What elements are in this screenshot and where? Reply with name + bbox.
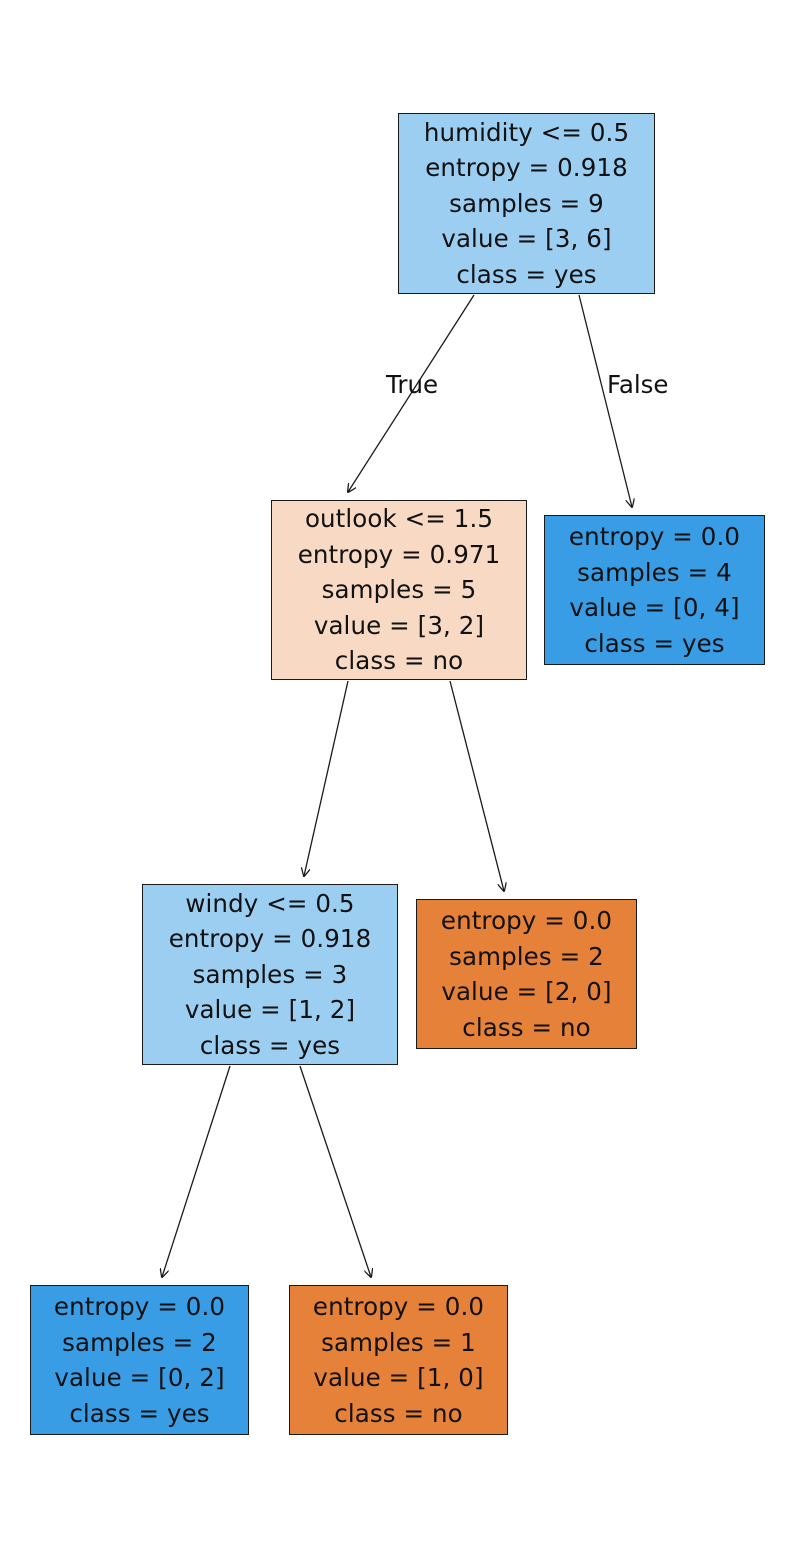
node-class: class = yes: [69, 1398, 210, 1428]
edge-windy-to-leaf-windy-true: [162, 1065, 231, 1277]
edge-root-to-leaf-humidity-false: [578, 294, 632, 507]
node-value: value = [3, 6]: [441, 224, 612, 254]
node-samples: samples = 4: [577, 557, 732, 587]
node-value: value = [2, 0]: [441, 977, 612, 1006]
node-samples: samples = 5: [321, 575, 477, 605]
edge-label-false: False: [607, 370, 669, 399]
node-class: class = yes: [199, 1030, 341, 1060]
node-feature-test: outlook <= 1.5: [304, 504, 494, 534]
node-class: class = no: [334, 1398, 463, 1428]
edge-label-true: True: [386, 370, 439, 399]
tree-leaf-windy-false[interactable]: entropy = 0.0 samples = 1 value = [1, 0]…: [289, 1285, 508, 1435]
node-value: value = [1, 2]: [184, 995, 356, 1025]
node-value: value = [0, 2]: [54, 1363, 225, 1392]
tree-leaf-outlook-false[interactable]: entropy = 0.0 samples = 2 value = [2, 0]…: [416, 899, 637, 1049]
tree-leaf-windy-true[interactable]: entropy = 0.0 samples = 2 value = [0, 2]…: [30, 1285, 249, 1435]
node-value: value = [1, 0]: [313, 1363, 484, 1392]
node-feature-test: humidity <= 0.5: [423, 117, 630, 147]
node-samples: samples = 2: [449, 941, 604, 971]
node-entropy: entropy = 0.0: [312, 1292, 485, 1321]
node-class: class = no: [462, 1012, 591, 1042]
tree-node-windy[interactable]: windy <= 0.5 entropy = 0.918 samples = 3…: [142, 884, 398, 1065]
node-entropy: entropy = 0.918: [168, 924, 372, 954]
node-samples: samples = 1: [321, 1327, 476, 1357]
node-samples: samples = 3: [192, 959, 348, 989]
edge-outlook-to-leaf-outlook-false: [449, 680, 504, 891]
node-value: value = [0, 4]: [569, 593, 740, 622]
node-entropy: entropy = 0.918: [425, 153, 628, 183]
node-feature-test: windy <= 0.5: [185, 888, 355, 918]
node-entropy: entropy = 0.971: [297, 539, 501, 569]
node-entropy: entropy = 0.0: [568, 522, 741, 551]
node-class: class = yes: [584, 628, 725, 658]
node-entropy: entropy = 0.0: [53, 1292, 226, 1321]
node-samples: samples = 2: [62, 1327, 217, 1357]
tree-leaf-humidity-false[interactable]: entropy = 0.0 samples = 4 value = [0, 4]…: [544, 515, 765, 665]
node-value: value = [3, 2]: [313, 610, 485, 640]
node-class: class = yes: [456, 259, 597, 289]
node-class: class = no: [334, 646, 464, 676]
edge-outlook-to-windy: [304, 680, 349, 876]
tree-node-outlook[interactable]: outlook <= 1.5 entropy = 0.971 samples =…: [271, 500, 527, 680]
node-entropy: entropy = 0.0: [440, 906, 613, 935]
tree-node-root[interactable]: humidity <= 0.5 entropy = 0.918 samples …: [398, 113, 655, 294]
edge-windy-to-leaf-windy-false: [299, 1065, 371, 1277]
node-samples: samples = 9: [449, 188, 604, 218]
